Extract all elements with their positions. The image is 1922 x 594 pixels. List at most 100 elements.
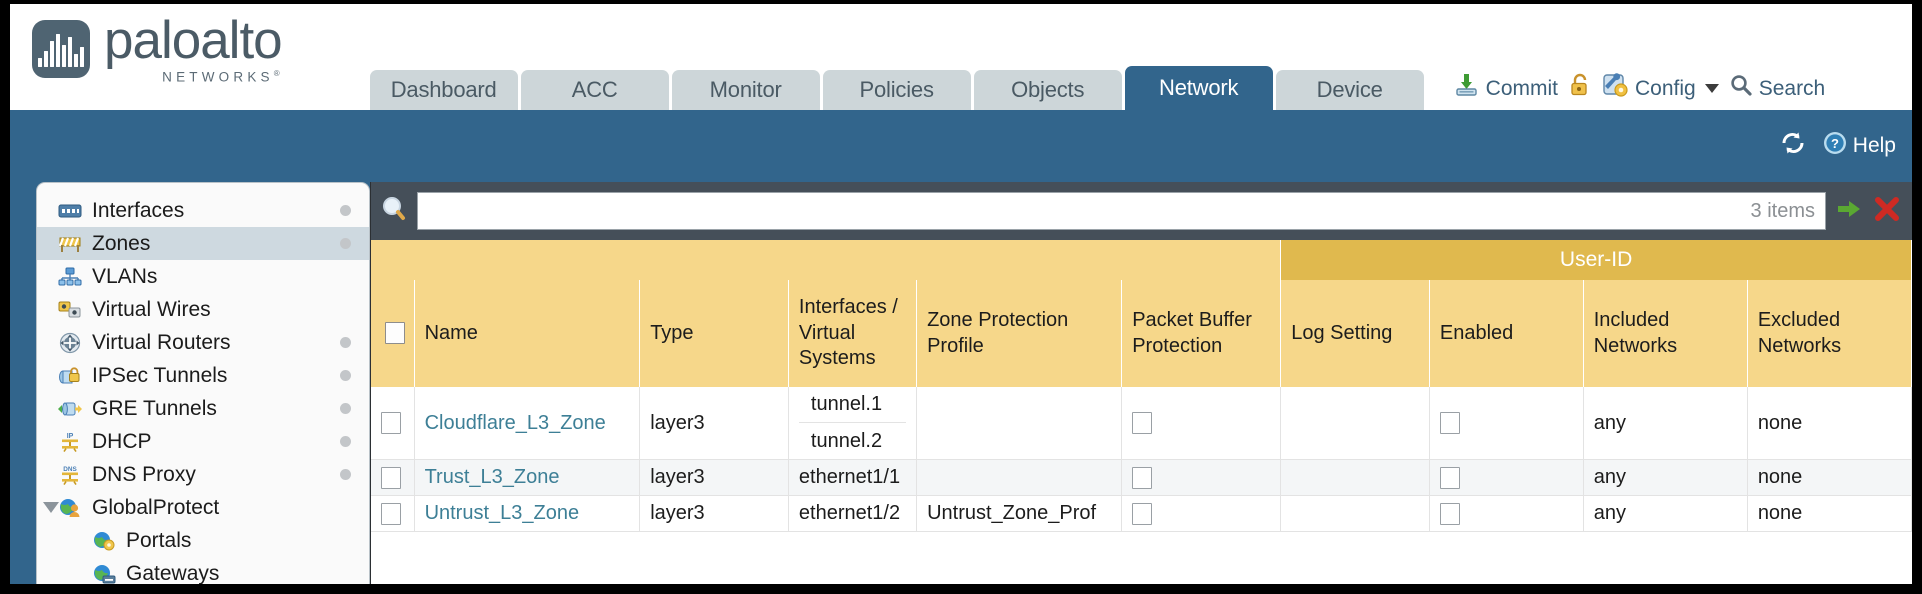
search-field-wrapper[interactable]: 3 items (417, 192, 1826, 230)
sidebar-panel: Interfaces Zones VLANs (36, 182, 370, 584)
column-header-included-networks[interactable]: Included Networks (1583, 280, 1748, 387)
search-button[interactable]: Search (1729, 73, 1826, 103)
cell-log-setting (1280, 459, 1430, 496)
sidebar-item-label: Virtual Wires (92, 298, 211, 321)
cell-name[interactable]: Trust_L3_Zone (414, 459, 641, 496)
packet-buffer-protection-checkbox[interactable] (1132, 412, 1153, 435)
help-button[interactable]: ? Help (1822, 130, 1896, 162)
sidebar-item-virtual-wires[interactable]: Virtual Wires (37, 293, 369, 326)
cell-user-id-enabled[interactable] (1429, 495, 1584, 532)
sidebar-item-label: Interfaces (92, 199, 185, 222)
ipsec-tunnels-icon (57, 365, 83, 387)
column-header-excluded-networks[interactable]: Excluded Networks (1747, 280, 1912, 387)
sidebar-item-vlans[interactable]: VLANs (37, 260, 369, 293)
row-select-cell[interactable] (371, 495, 415, 532)
sidebar-item-dns-proxy[interactable]: DNS DNS Proxy (37, 458, 369, 491)
chevron-down-icon[interactable] (1704, 83, 1719, 93)
tab-objects[interactable]: Objects (973, 70, 1122, 110)
select-all-header[interactable] (371, 280, 415, 387)
sidebar-item-label: DNS Proxy (92, 463, 196, 486)
sidebar-item-dhcp[interactable]: IP DHCP (37, 425, 369, 458)
cell-packet-buffer-protection[interactable] (1121, 387, 1282, 460)
config-button[interactable]: Config (1602, 72, 1719, 104)
row-checkbox[interactable] (381, 466, 401, 489)
user-id-enabled-checkbox[interactable] (1439, 412, 1460, 435)
commit-button[interactable]: Commit (1454, 72, 1558, 104)
select-all-checkbox[interactable] (385, 322, 405, 345)
group-header-spacer (371, 240, 1282, 280)
sidebar-item-gateways[interactable]: Gateways (37, 557, 369, 584)
zone-name-link[interactable]: Cloudflare_L3_Zone (424, 411, 606, 434)
packet-buffer-protection-checkbox[interactable] (1132, 502, 1153, 525)
sidebar-item-label: DHCP (92, 430, 152, 453)
row-select-cell[interactable] (371, 459, 415, 496)
row-select-cell[interactable] (371, 387, 415, 460)
tab-policies[interactable]: Policies (822, 70, 971, 110)
cell-user-id-enabled[interactable] (1429, 459, 1584, 496)
cell-interfaces: tunnel.1 tunnel.2 (788, 387, 918, 460)
user-id-enabled-checkbox[interactable] (1439, 502, 1460, 525)
sidebar-item-globalprotect[interactable]: GlobalProtect (37, 491, 369, 524)
cell-excluded-networks: none (1747, 495, 1912, 532)
column-header-type[interactable]: Type (639, 280, 789, 387)
sidebar-item-portals[interactable]: Portals (37, 524, 369, 557)
column-header-zone-protection-profile[interactable]: Zone Protection Profile (916, 280, 1123, 387)
refresh-button[interactable] (1778, 130, 1808, 162)
zones-table-wrapper: User-ID Name Type Interfaces / Virtual S… (371, 240, 1912, 584)
column-header-interfaces-virtual-systems[interactable]: Interfaces / Virtual Systems (788, 280, 918, 387)
gre-tunnels-icon (57, 398, 83, 420)
main-tab-bar: Dashboard ACC Monitor Policies Objects N… (369, 66, 1424, 110)
lock-button[interactable] (1568, 72, 1592, 104)
tab-acc[interactable]: ACC (520, 70, 669, 110)
search-row: 3 items (371, 182, 1912, 240)
sidebar-item-zones[interactable]: Zones (37, 227, 369, 260)
vlans-network-icon (57, 266, 83, 288)
expander-triangle-icon[interactable] (43, 502, 59, 513)
red-x-clear-icon[interactable] (1872, 194, 1902, 229)
cell-zone-protection-profile (916, 387, 1123, 460)
sidebar-item-label: IPSec Tunnels (92, 364, 228, 387)
tab-dashboard[interactable]: Dashboard (369, 70, 518, 110)
row-checkbox[interactable] (381, 412, 401, 435)
sidebar-item-gre-tunnels[interactable]: GRE Tunnels (37, 392, 369, 425)
sidebar-item-label: Gateways (126, 562, 220, 584)
cell-zone-protection-profile (916, 459, 1123, 496)
tab-network[interactable]: Network (1124, 66, 1273, 110)
cell-interfaces: ethernet1/2 (788, 495, 918, 532)
cell-name[interactable]: Cloudflare_L3_Zone (414, 387, 641, 460)
sidebar-item-virtual-routers[interactable]: Virtual Routers (37, 326, 369, 359)
zone-name-link[interactable]: Trust_L3_Zone (424, 466, 560, 488)
main-content: 3 items (370, 182, 1912, 584)
tab-monitor[interactable]: Monitor (671, 70, 820, 110)
column-header-enabled[interactable]: Enabled (1429, 280, 1584, 387)
sidebar-item-interfaces[interactable]: Interfaces (37, 194, 369, 227)
cell-packet-buffer-protection[interactable] (1121, 495, 1282, 532)
gateways-icon (91, 563, 117, 585)
cell-name[interactable]: Untrust_L3_Zone (414, 495, 641, 532)
globalprotect-icon (57, 497, 83, 519)
column-header-name[interactable]: Name (414, 280, 641, 387)
packet-buffer-protection-checkbox[interactable] (1132, 466, 1153, 489)
sidebar-item-ipsec-tunnels[interactable]: IPSec Tunnels (37, 359, 369, 392)
user-id-enabled-checkbox[interactable] (1439, 466, 1460, 489)
column-header-log-setting[interactable]: Log Setting (1280, 280, 1430, 387)
table-row[interactable]: Untrust_L3_Zone layer3 ethernet1/2 Untru… (371, 495, 1912, 532)
tab-device[interactable]: Device (1275, 70, 1424, 110)
search-input[interactable] (428, 198, 1741, 224)
logo-subtext: NETWORKS® (162, 69, 280, 85)
search-label: Search (1758, 76, 1826, 100)
row-checkbox[interactable] (381, 502, 401, 525)
table-row[interactable]: Trust_L3_Zone layer3 ethernet1/1 (371, 459, 1912, 496)
column-header-packet-buffer-protection[interactable]: Packet Buffer Protection (1121, 280, 1282, 387)
cell-type: layer3 (639, 495, 789, 532)
padlock-icon (1568, 72, 1592, 104)
green-arrow-apply-icon[interactable] (1834, 194, 1864, 229)
cell-packet-buffer-protection[interactable] (1121, 459, 1282, 496)
config-label: Config (1635, 76, 1696, 100)
logo-wordmark: paloalto (104, 11, 283, 70)
zones-table: User-ID Name Type Interfaces / Virtual S… (371, 240, 1912, 532)
cell-user-id-enabled[interactable] (1429, 387, 1584, 460)
magnifier-icon[interactable] (379, 194, 409, 229)
zone-name-link[interactable]: Untrust_L3_Zone (424, 502, 580, 524)
